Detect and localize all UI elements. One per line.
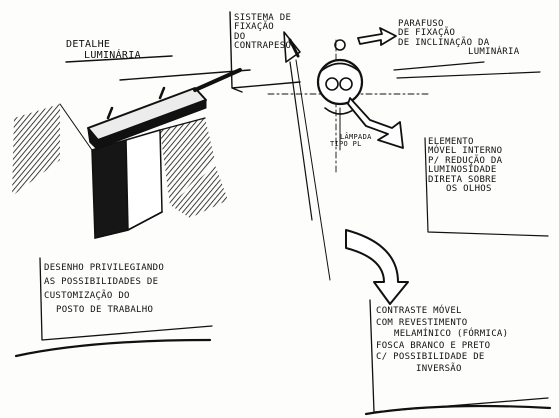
contrast-sweep: [366, 406, 550, 414]
contrast-line-5: C/ POSSIBILIDADE DE: [376, 352, 508, 364]
lamp-line-2: TIPO PL: [330, 141, 372, 148]
design-line-2: AS POSSIBILIDADES DE: [44, 276, 164, 290]
design-line-1: DESENHO PRIVILEGIANDO: [44, 262, 164, 276]
lamp-label: LÂMPADA TIPO PL: [330, 134, 372, 149]
contrast-line-6: INVERSÃO: [416, 364, 508, 376]
screw-arrow: [358, 28, 396, 45]
fixing-line-4: CONTRAPESO: [234, 42, 291, 51]
design-note-label: DESENHO PRIVILEGIANDO AS POSSIBILIDADES …: [44, 262, 164, 318]
detail-line-2: LUMINÁRIA: [84, 51, 141, 62]
mobile-element-label: ELEMENTO MÓVEL INTERNO P/ REDUÇÃO DA LUM…: [428, 138, 502, 195]
screw-underline: [394, 62, 540, 78]
fixing-system-label: SISTEMA DE FIXAÇÃO DO CONTRAPESO: [234, 14, 291, 52]
contrast-arrow: [346, 230, 408, 304]
design-line-3: CUSTOMIZAÇÃO DO: [44, 290, 164, 304]
design-line-4: POSTO DE TRABALHO: [56, 304, 164, 318]
contrast-line-3: MELAMÍNICO (FÓRMICA): [394, 329, 508, 341]
screw-line-4: LUMINÁRIA: [468, 48, 519, 57]
detail-label: DETALHE LUMINÁRIA: [66, 40, 141, 61]
detail-line-1: DETALHE: [66, 40, 141, 51]
contrast-line-2: COM REVESTIMENTO: [376, 318, 508, 330]
contrast-line-1: CONTRASTE MÓVEL: [376, 306, 508, 318]
contrast-line-4: FOSCA BRANCO E PRETO: [376, 341, 508, 353]
screw-label: PARAFUSO DE FIXAÇÃO DE INCLINAÇÃO DA LUM…: [398, 20, 519, 58]
design-note-sweep: [16, 340, 210, 356]
contrast-label: CONTRASTE MÓVEL COM REVESTIMENTO MELAMÍN…: [376, 306, 508, 375]
mobile-line-6: OS OLHOS: [446, 185, 502, 194]
